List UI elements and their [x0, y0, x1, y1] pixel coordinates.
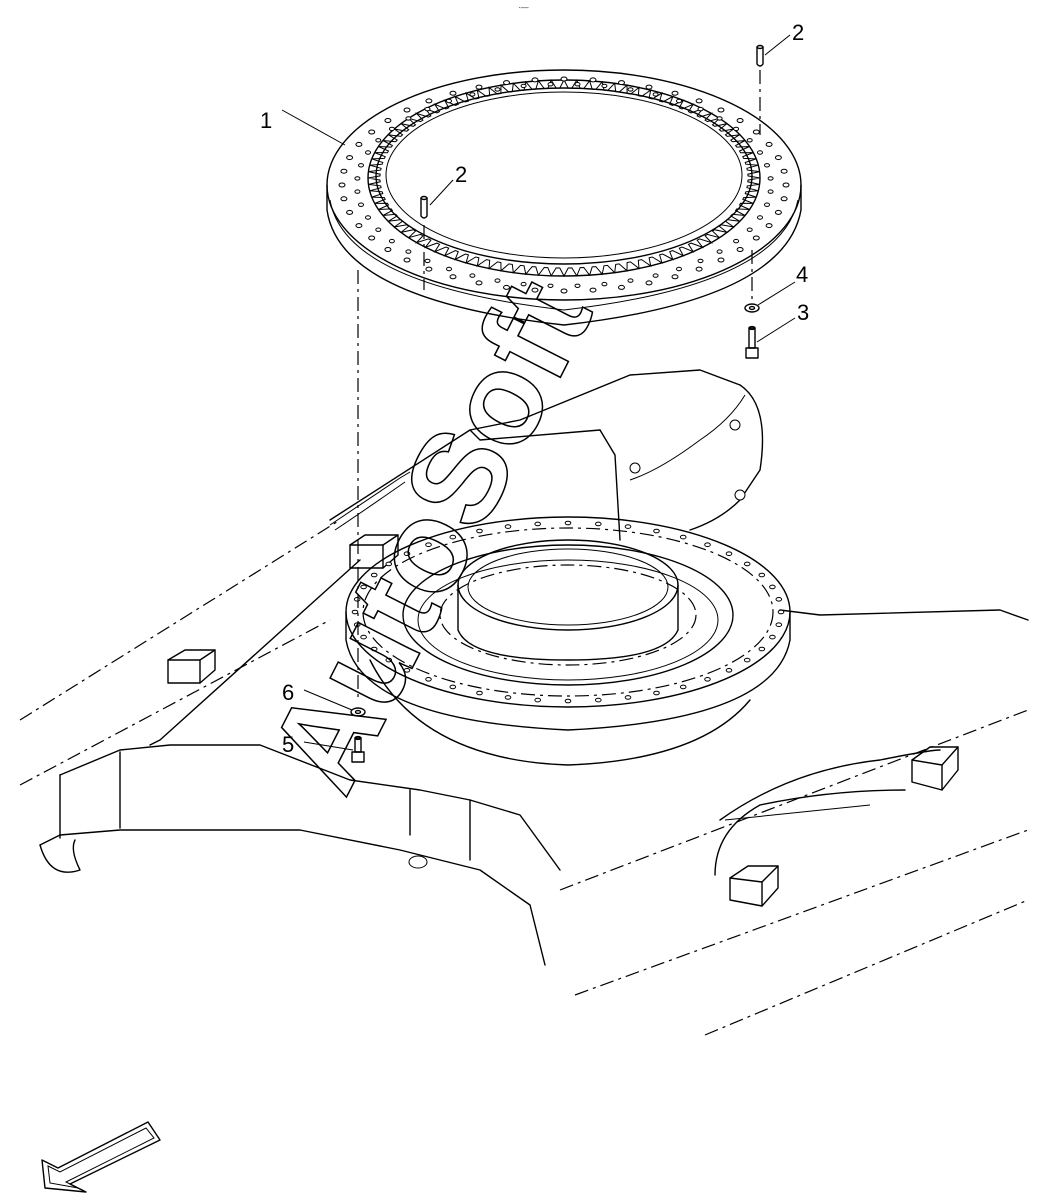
- callout-label-2-upper: 2: [792, 20, 804, 45]
- top-mark: ·—: [518, 3, 529, 12]
- callout-label-2-inner: 2: [455, 162, 467, 187]
- washer-left: [350, 707, 366, 717]
- bearing-mount: [345, 516, 791, 766]
- callout-label-1: 1: [260, 108, 272, 133]
- bolt-left: [351, 735, 365, 763]
- dowel-pin-outer: [756, 44, 764, 67]
- callout-part-2-upper: 2: [764, 20, 804, 56]
- callout-part-3: 3: [756, 300, 809, 343]
- callout-part-2-inner: 2: [429, 162, 467, 206]
- callout-label-3: 3: [797, 300, 809, 325]
- callout-part-6: 6: [282, 680, 353, 711]
- lower-frame: [19, 369, 1029, 1036]
- swing-ring: [326, 69, 802, 326]
- callout-part-5: 5: [282, 732, 354, 757]
- mounting-blocks: [167, 534, 959, 907]
- washer-right: [744, 303, 760, 313]
- callout-label-4: 4: [796, 262, 808, 287]
- callout-part-4: 4: [757, 262, 808, 306]
- direction-arrow-icon: [41, 1121, 161, 1193]
- dowel-pin-inner: [420, 195, 428, 219]
- callout-label-6: 6: [282, 680, 294, 705]
- bolt-right: [745, 325, 759, 359]
- callout-part-1: 1: [260, 108, 346, 146]
- callout-label-5: 5: [282, 732, 294, 757]
